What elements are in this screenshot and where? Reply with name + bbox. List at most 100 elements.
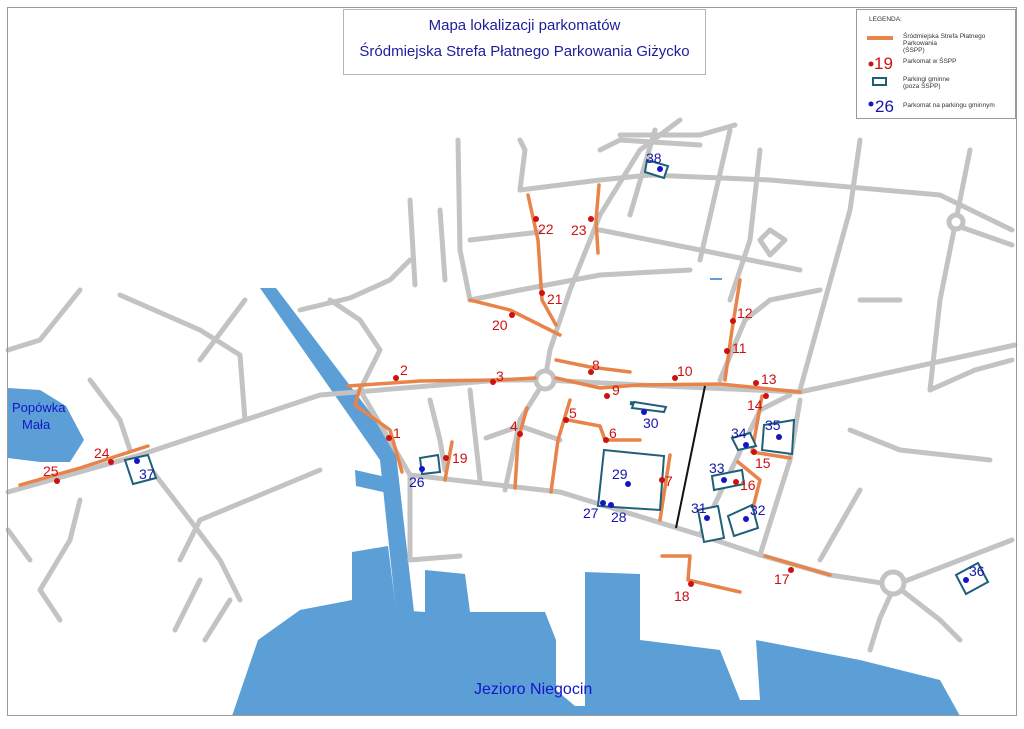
blue-rect-icon [865,76,895,96]
road [437,207,448,283]
road [197,297,248,363]
meter-12-dot [730,318,736,324]
meter-38-label: 38 [646,150,662,166]
legend-blue-number: 26 [875,97,894,116]
meter-1-dot [386,435,392,441]
map-title-box: Mapa lokalizacji parkomatów Śródmiejska … [343,9,706,75]
meter-5-dot [563,417,569,423]
meter-16-dot [733,479,739,485]
meter-20-dot [509,312,515,318]
zone-street [513,406,529,490]
road [952,222,1015,248]
road [427,397,448,473]
meter-24-dot [108,459,114,465]
meter-10-label: 10 [677,363,693,379]
municipal-parking-lots [123,158,990,596]
road [757,397,803,558]
road [467,267,693,303]
road [697,127,733,263]
meter-2-label: 2 [400,362,408,378]
zone-street [658,453,672,522]
lake-niegocin [232,546,960,716]
meter-18-label: 18 [674,588,690,604]
meter-11-label: 11 [732,340,747,356]
blue-dot-icon: 26 [865,96,895,116]
meter-9-dot [604,393,610,399]
roundabouts [533,212,966,597]
meter-31-label: 31 [691,500,707,516]
road [717,287,823,383]
meter-16-label: 16 [740,477,756,493]
meter-37-dot [134,458,140,464]
road [617,122,738,138]
legend-zone-label-sub: (ŚSPP) [903,47,925,54]
meter-27-dot [600,500,606,506]
meter-5-label: 5 [569,405,577,421]
zone-street [566,418,642,442]
road [467,229,543,243]
lake-popowka-label-line1: Popówka [12,400,66,415]
blue-meter-dots [134,166,969,583]
road [137,452,243,603]
meter-11-dot [724,348,730,354]
meter-28-label: 28 [611,509,627,525]
meter-20-label: 20 [492,317,508,333]
meter-13-dot [753,380,759,386]
zone-street [763,554,832,577]
road [542,117,683,383]
meter-33-dot [721,477,727,483]
zone-street [660,554,742,594]
meter-8-dot [588,369,594,375]
legend-row-blue-meter: 26 Parkomat na parkingu gminnym [861,96,1015,116]
street-divider [675,385,706,529]
meter-32-dot [743,516,749,522]
zone-street [443,440,454,482]
parking-lot-29 [596,448,666,512]
meter-19-dot [443,455,449,461]
meter-21-label: 21 [547,291,563,307]
meter-1-label: 1 [393,425,401,441]
meter-36-label: 36 [969,563,985,579]
water-labels: Popówka Mała Jezioro Niegocin [12,400,592,698]
roundabout-center [533,368,557,392]
orange-line-icon [865,30,895,50]
meter-17-dot [788,567,794,573]
meter-34-dot [743,442,749,448]
meter-38-dot [657,166,663,172]
parking-lot-34 [730,431,758,452]
meter-17-label: 17 [774,571,790,587]
meter-2-dot [393,375,399,381]
zone-street [18,444,150,487]
legend-red-label: Parkomat w ŚSPP [903,58,957,65]
legend-row-lot: Parkingi gminne (poza ŚSPP) [861,76,1015,96]
parking-lot-32 [726,503,760,538]
meter-10-dot [672,375,678,381]
meter-32-label: 32 [750,502,766,518]
meter-23-dot [588,216,594,222]
road [927,357,1015,393]
parking-lot-30 [630,400,668,414]
road [5,527,33,563]
road [892,582,963,643]
map-title: Mapa lokalizacji parkomatów [428,17,621,34]
meter-37-label: 37 [139,466,155,482]
meter-25-dot [54,478,60,484]
meter-14-dot [763,393,769,399]
red-meter-labels: 1 2 3 4 5 6 7 8 9 10 11 12 13 14 15 16 1… [43,221,790,604]
meter-15-label: 15 [755,455,771,471]
legend-row-red-meter: 19 Parkomat w ŚSPP [861,52,1015,73]
zone-street [554,376,802,394]
zone-street [346,376,537,388]
meter-4-dot [517,431,523,437]
road [37,497,83,623]
lake-popowka-mala [8,388,84,462]
water-layer [8,288,960,716]
zone-street [736,460,762,514]
meter-30-label: 30 [643,415,659,431]
meter-4-label: 4 [510,418,518,434]
road [597,227,803,273]
legend-lot-label-sub: (poza ŚSPP) [903,83,941,90]
meter-23-label: 23 [571,222,587,238]
parking-lot-38 [643,158,670,180]
road [455,137,473,303]
